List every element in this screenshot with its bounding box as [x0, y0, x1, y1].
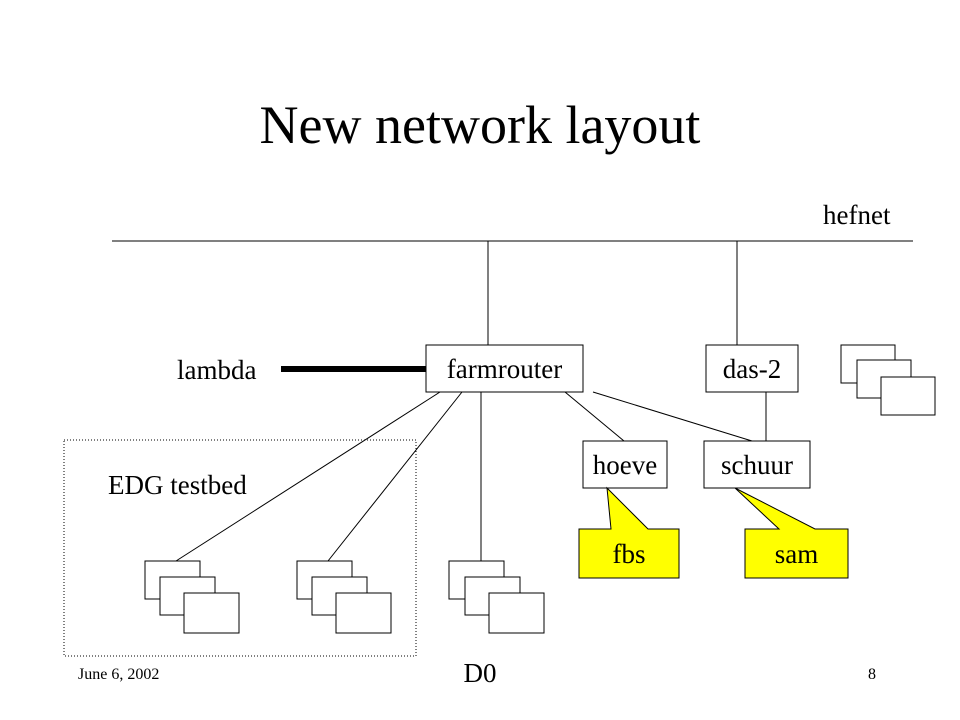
hoeve-label: hoeve	[592, 450, 658, 480]
footer-page-number: 8	[868, 666, 876, 683]
lambda-label: lambda	[177, 355, 257, 385]
hoeve-node	[582, 440, 668, 489]
farmrouter-to-hoeve-line	[564, 391, 625, 442]
edg-testbed-label: EDG testbed	[108, 470, 247, 500]
das2-label: das-2	[722, 354, 782, 384]
sam-callout-label: sam	[774, 539, 819, 569]
farmrouter-to-schuur-line	[592, 391, 753, 442]
footer-date: June 6, 2002	[78, 666, 160, 683]
das2-node	[705, 344, 799, 393]
farmrouter-to-cluster-2-line	[327, 391, 463, 562]
das2-server-stack	[840, 344, 936, 416]
sam-callout-shape	[734, 487, 849, 579]
farmrouter-node	[425, 344, 584, 393]
farmrouter-to-cluster-1-line	[175, 391, 441, 562]
slide-title: New network layout	[259, 95, 701, 155]
fbs-callout-shape	[578, 486, 680, 579]
fbs-callout-label: fbs	[612, 539, 646, 569]
farmrouter-label: farmrouter	[446, 354, 563, 384]
server-stack-2	[296, 560, 392, 634]
footer-center-label: D0	[463, 658, 497, 688]
server-stack-1	[144, 560, 240, 634]
server-stack-3	[448, 560, 545, 634]
hefnet-label: hefnet	[823, 200, 891, 230]
schuur-label: schuur	[721, 450, 793, 480]
schuur-node	[703, 440, 811, 489]
edg-testbed-region	[63, 439, 417, 657]
